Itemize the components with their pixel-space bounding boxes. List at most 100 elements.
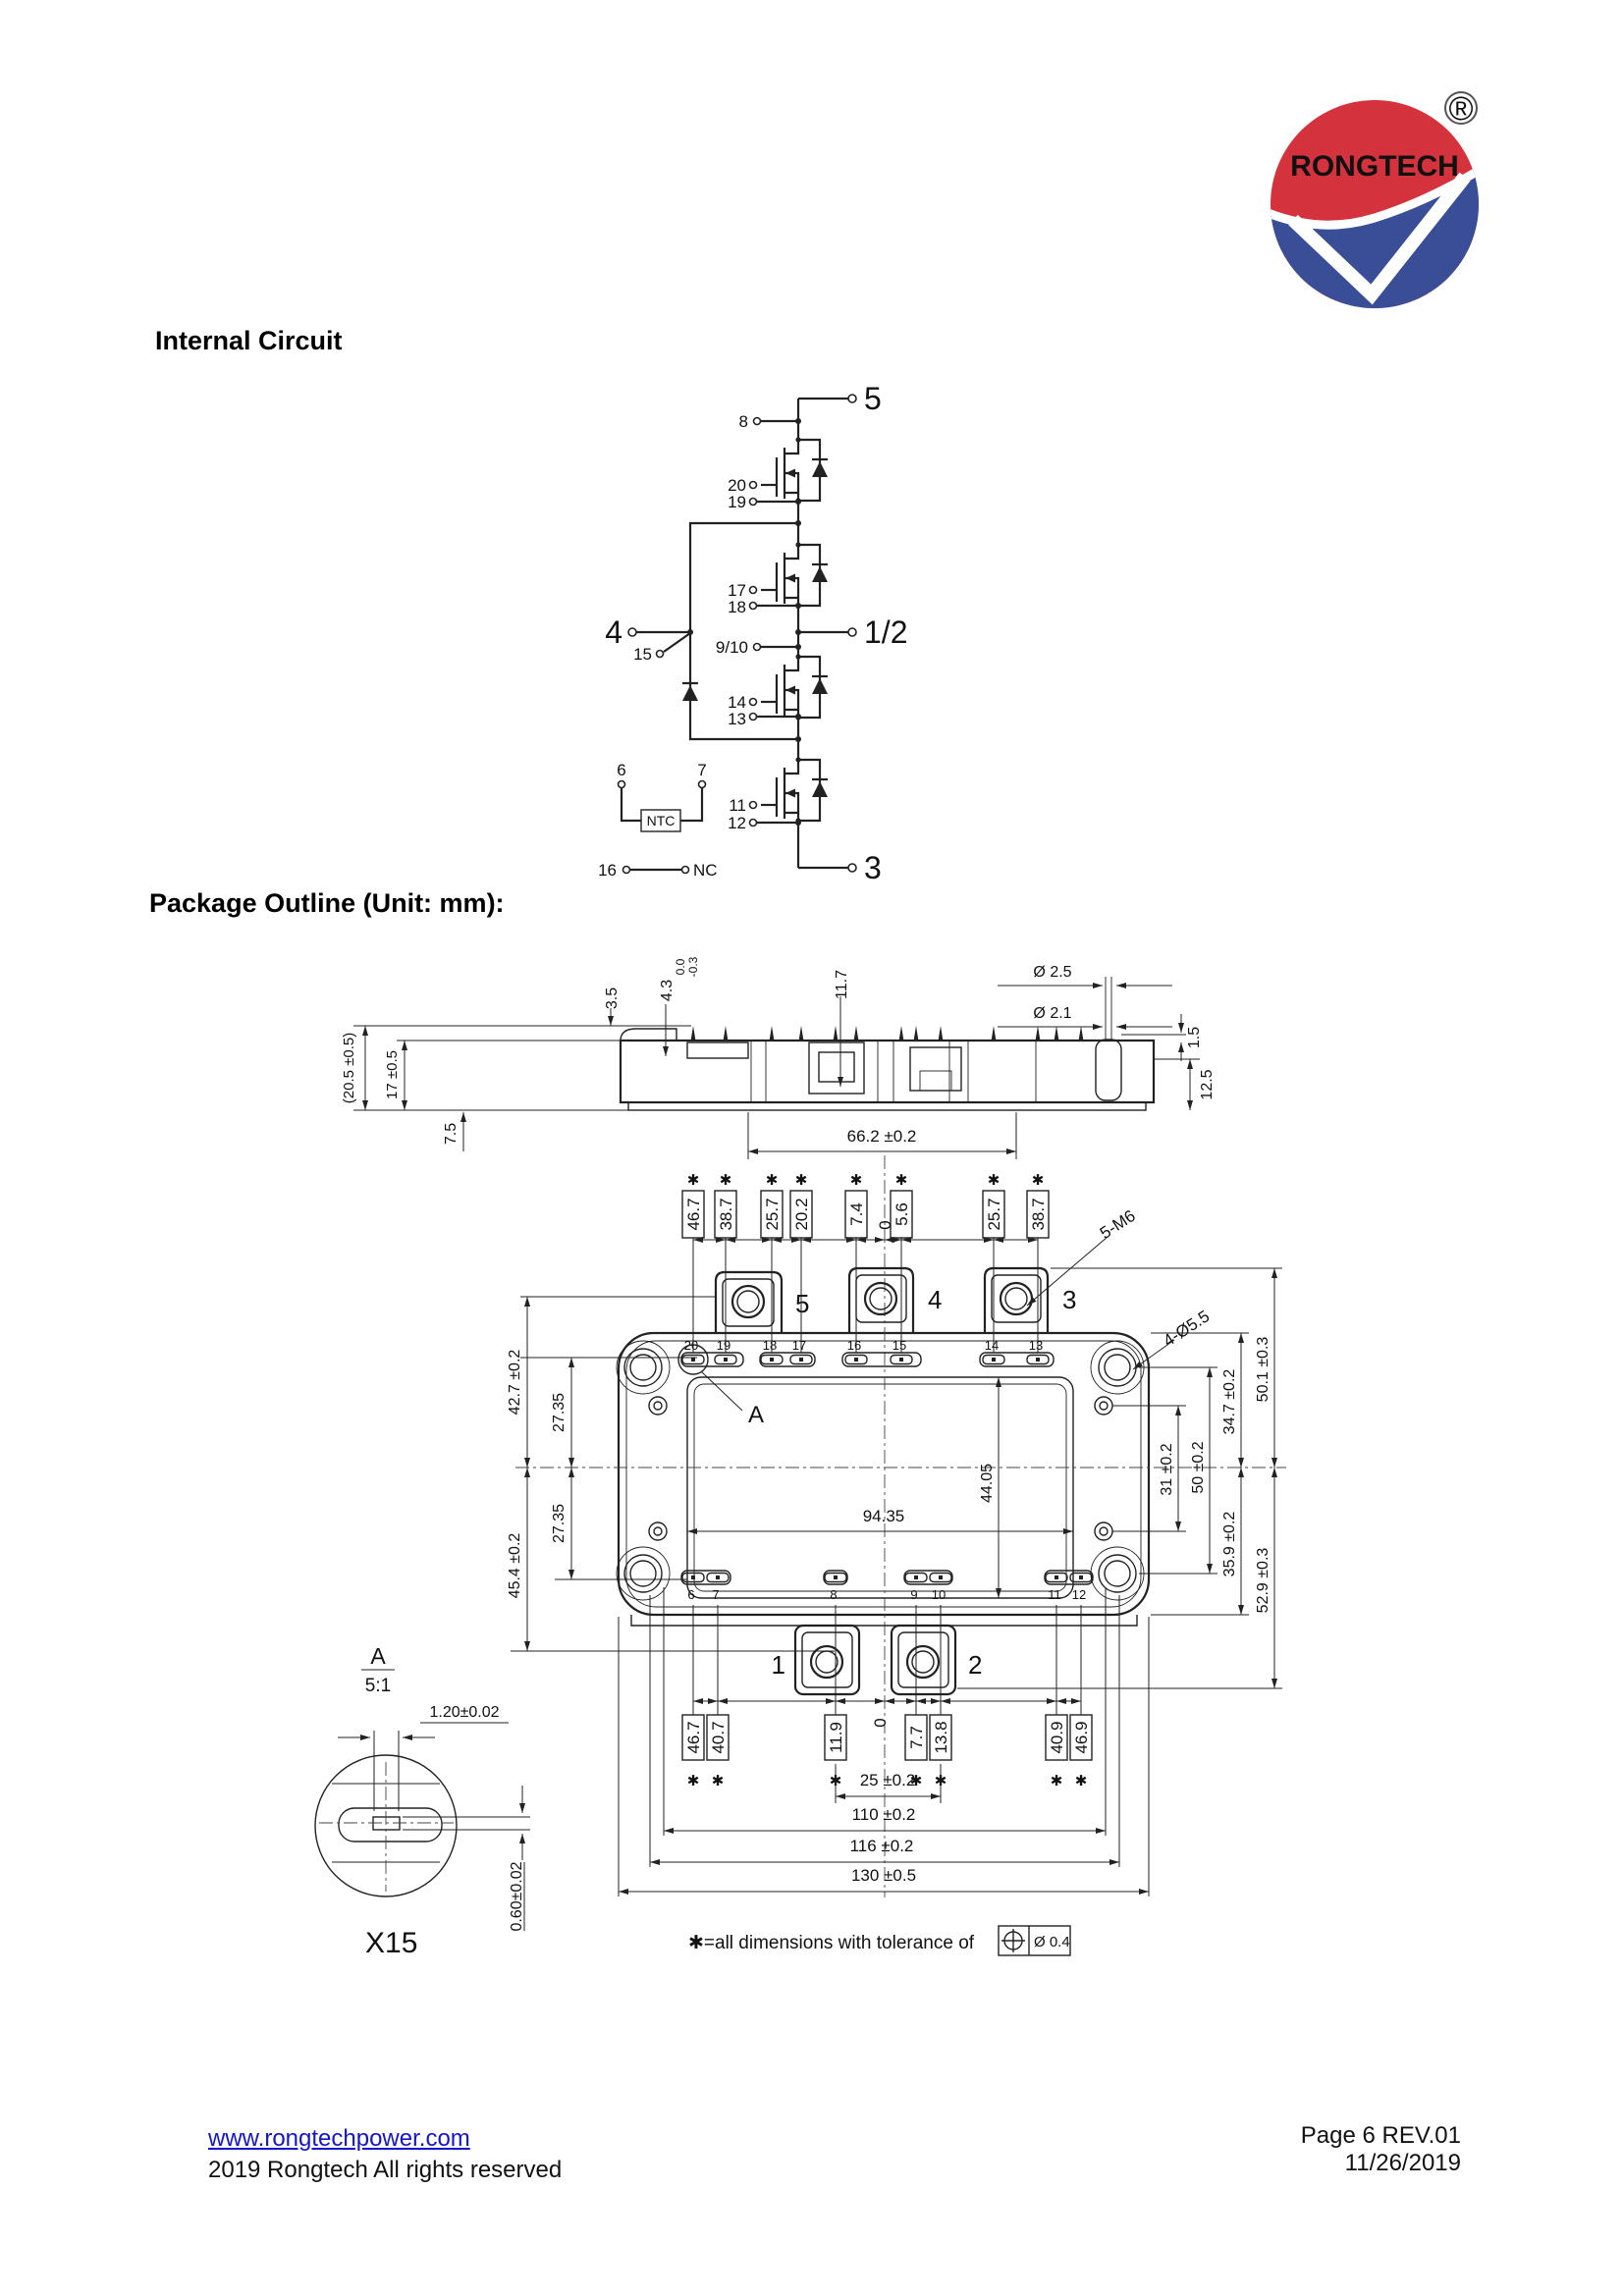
dim-4-3-tol-hi: 0.0 <box>674 958 687 975</box>
pin-12-label: 12 <box>728 814 746 832</box>
terminal-2-label: 2 <box>968 1650 982 1680</box>
pilot-hole-icon <box>648 1522 668 1541</box>
terminal-3-top-label: 3 <box>1062 1285 1076 1314</box>
svg-text:14: 14 <box>985 1338 999 1353</box>
pin-16-label: 16 <box>598 861 617 880</box>
bottom-boxed-dimensions: 46.7 40.7 11.9 0 7.7 13.8 40.9 46.9 ✱✱ ✱… <box>681 1605 1093 1789</box>
pin-14-label: 14 <box>728 693 746 712</box>
dim-7-5: 7.5 <box>443 1123 460 1145</box>
dim-top-25-7b: 25.7 <box>985 1198 1003 1230</box>
dim-bot-46-7: 46.7 <box>684 1721 703 1753</box>
junction-dots <box>687 418 801 826</box>
dim-top-20-2: 20.2 <box>792 1198 811 1230</box>
internal-circuit-diagram: 5 8 20 19 17 18 4 15 9/10 1/2 14 13 11 1… <box>598 381 907 885</box>
bottom-overall-dimensions: 25 ±0.2 110 ±0.2 116 ±0.2 130 ±0.5 <box>618 1587 1150 1896</box>
svg-text:✱: ✱ <box>910 1773 923 1789</box>
pin-18-label: 18 <box>728 598 746 616</box>
svg-text:✱: ✱ <box>850 1172 863 1189</box>
terminal-3-label: 3 <box>864 850 882 885</box>
top-boxed-dimensions: 46.7 38.7 25.7 20.2 7.4 0 5.6 25.7 38.7 … <box>681 1172 1050 1353</box>
svg-text:8: 8 <box>830 1587 837 1602</box>
pin-terminals <box>617 394 857 875</box>
ntc-box: NTC <box>640 809 681 832</box>
svg-text:✱: ✱ <box>1075 1773 1088 1789</box>
pin-13-label: 13 <box>728 710 746 728</box>
svg-text:✱: ✱ <box>766 1172 779 1189</box>
detail-a-view: A 5:1 1.20±0.02 0.60±0.02 X15 <box>314 1643 530 1959</box>
dim-bot-46-9: 46.9 <box>1072 1721 1091 1753</box>
logo-wordmark: RONGTECH <box>1290 150 1459 183</box>
dim-50: 50 ±0.2 <box>1190 1441 1207 1493</box>
dim-top-zero: 0 <box>876 1220 894 1229</box>
pin-15-label: 15 <box>633 645 652 664</box>
dim-12-5: 12.5 <box>1199 1069 1216 1099</box>
dim-35-9: 35.9 ±0.2 <box>1221 1512 1238 1577</box>
svg-text:✱: ✱ <box>1032 1172 1045 1189</box>
svg-text:✱: ✱ <box>687 1773 700 1789</box>
registered-mark-icon: ® <box>1444 90 1478 128</box>
dim-27-35-upper: 27.35 <box>551 1393 568 1432</box>
dim-4-3-tol-lo: -0.3 <box>686 956 700 977</box>
svg-text:✱: ✱ <box>988 1172 1001 1189</box>
svg-text:®: ® <box>1448 90 1473 128</box>
logo-circle-icon <box>1271 100 1479 308</box>
footer-date: 11/26/2019 <box>1344 2150 1461 2176</box>
dim-34-7: 34.7 ±0.2 <box>1221 1369 1238 1435</box>
dim-dia-2-1: Ø 2.1 <box>1033 1005 1071 1022</box>
top-pin-slots <box>681 1354 1050 1365</box>
dim-top-38-7: 38.7 <box>717 1198 735 1230</box>
dim-31: 31 ±0.2 <box>1159 1443 1175 1495</box>
dim-bot-7-7: 7.7 <box>907 1726 926 1749</box>
terminal-4-label: 4 <box>605 614 622 650</box>
svg-text:10: 10 <box>932 1587 946 1602</box>
top-pin-numbers: 20 19 18 17 16 15 14 13 <box>684 1338 1043 1353</box>
dim-top-5-6: 5.6 <box>893 1202 911 1226</box>
svg-text:19: 19 <box>717 1338 730 1353</box>
right-dimensions: 44.05 94.35 31 ±0.2 50 ±0.2 34.7 ±0.2 35… <box>687 1267 1282 1689</box>
svg-text:✱: ✱ <box>795 1172 808 1189</box>
tolerance-footnote: ✱=all dimensions with tolerance of Ø 0.4 <box>688 1925 1071 1956</box>
igbt-q4-icon <box>759 742 830 834</box>
footer-website-link[interactable]: www.rongtechpower.com <box>208 2125 470 2152</box>
dim-4-3: 4.3 <box>659 980 676 1001</box>
dim-17: 17 ±0.5 <box>384 1050 401 1099</box>
dim-11-7: 11.7 <box>834 970 850 999</box>
dim-50-1: 50.1 ±0.3 <box>1255 1337 1271 1403</box>
dim-top-46-7: 46.7 <box>684 1198 703 1230</box>
svg-text:6: 6 <box>687 1587 694 1602</box>
pin-8-label: 8 <box>739 412 748 431</box>
dim-bot-40-7: 40.7 <box>709 1721 728 1753</box>
dim-110: 110 ±0.2 <box>852 1805 916 1824</box>
svg-text:9: 9 <box>910 1587 917 1602</box>
igbt-q1-icon <box>759 422 830 514</box>
svg-text:✱: ✱ <box>712 1773 725 1789</box>
footer-copyright: 2019 Rongtech All rights reserved <box>208 2157 563 2183</box>
dim-130: 130 ±0.5 <box>851 1866 916 1885</box>
dim-bot-11-9: 11.9 <box>827 1722 845 1753</box>
mount-hole-icon <box>623 1348 663 1387</box>
svg-text:✱: ✱ <box>720 1172 732 1189</box>
svg-text:✱: ✱ <box>895 1172 908 1189</box>
footer-page-rev: Page 6 REV.01 <box>1300 2122 1461 2149</box>
dim-top-38-7b: 38.7 <box>1029 1198 1048 1230</box>
pin-17-label: 17 <box>728 581 746 600</box>
pilot-hole-icon <box>1094 1396 1113 1415</box>
pin-6-label: 6 <box>617 761 625 779</box>
screw-terminal-5: 5 <box>714 1270 809 1333</box>
dim-52-9: 52.9 ±0.3 <box>1255 1548 1271 1614</box>
detail-a-scale: 5:1 <box>365 1676 391 1696</box>
bottom-pin-slots <box>681 1572 1093 1583</box>
dim-1-5: 1.5 <box>1186 1027 1203 1048</box>
nc-label: NC <box>693 861 718 880</box>
dim-bot-zero: 0 <box>871 1718 890 1727</box>
screw-terminal-4: 4 <box>847 1266 942 1333</box>
footnote-text: ✱=all dimensions with tolerance of <box>688 1933 975 1953</box>
side-view-dimensions: 3.5 4.3 0.0 -0.3 11.7 Ø 2.5 Ø 2.1 1.5 12… <box>341 956 1216 1159</box>
pin-count-label: X15 <box>365 1927 417 1959</box>
brand-logo: RONGTECH ® <box>1271 90 1479 308</box>
svg-text:✱: ✱ <box>1051 1773 1063 1789</box>
svg-text:11: 11 <box>1048 1587 1061 1602</box>
hole-spec-label: 4-Ø5.5 <box>1160 1307 1213 1350</box>
side-view <box>619 977 1156 1111</box>
